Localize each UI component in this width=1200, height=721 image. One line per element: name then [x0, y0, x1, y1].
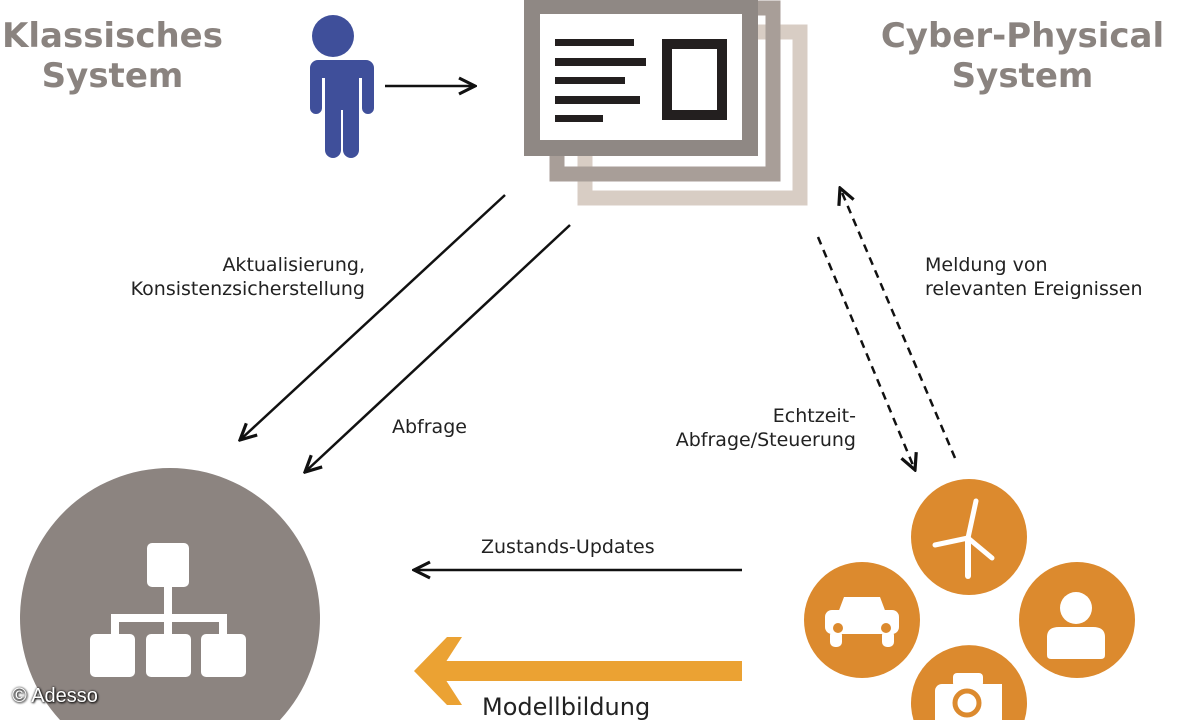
user-icon: [300, 15, 374, 158]
events-arrow: [840, 188, 957, 459]
heading-line: System: [41, 56, 184, 96]
copyright: © Adesso: [12, 685, 98, 707]
label-line: Konsistenzsicherstellung: [130, 278, 365, 300]
label-line: relevanten Ereignissen: [925, 278, 1143, 300]
hierarchy-icon: [90, 543, 246, 677]
state-updates-label: Zustands-Updates: [481, 536, 655, 558]
events-label: Meldung von relevanten Ereignissen: [925, 253, 1142, 301]
realtime-label: Echtzeit- Abfrage/Steuerung: [640, 404, 856, 452]
document-stack-icon: [524, 0, 808, 206]
update-label: Aktualisierung, Konsistenzsicherstellung: [120, 253, 365, 301]
heading-line: Cyber-Physical: [880, 16, 1165, 56]
label-line: Echtzeit-: [772, 405, 856, 427]
realtime-arrow: [816, 236, 915, 470]
cps-heading: Cyber-Physical System: [880, 16, 1165, 96]
query-label: Abfrage: [392, 416, 467, 438]
label-line: Abfrage/Steuerung: [675, 429, 856, 451]
person-icon: [1047, 592, 1105, 659]
classic-system-heading: Klassisches System: [0, 16, 225, 96]
car-icon: [825, 597, 899, 647]
query-arrow: [305, 224, 571, 472]
label-line: Meldung von: [925, 254, 1048, 276]
heading-line: Klassisches: [2, 16, 223, 56]
camera-icon: [935, 673, 1002, 720]
update-arrow: [240, 194, 506, 440]
wind-turbine-icon: [932, 498, 995, 579]
label-line: Aktualisierung,: [222, 254, 365, 276]
heading-line: System: [951, 56, 1094, 96]
modelling-arrow: [414, 637, 742, 705]
modelling-label: Modellbildung: [482, 693, 651, 721]
